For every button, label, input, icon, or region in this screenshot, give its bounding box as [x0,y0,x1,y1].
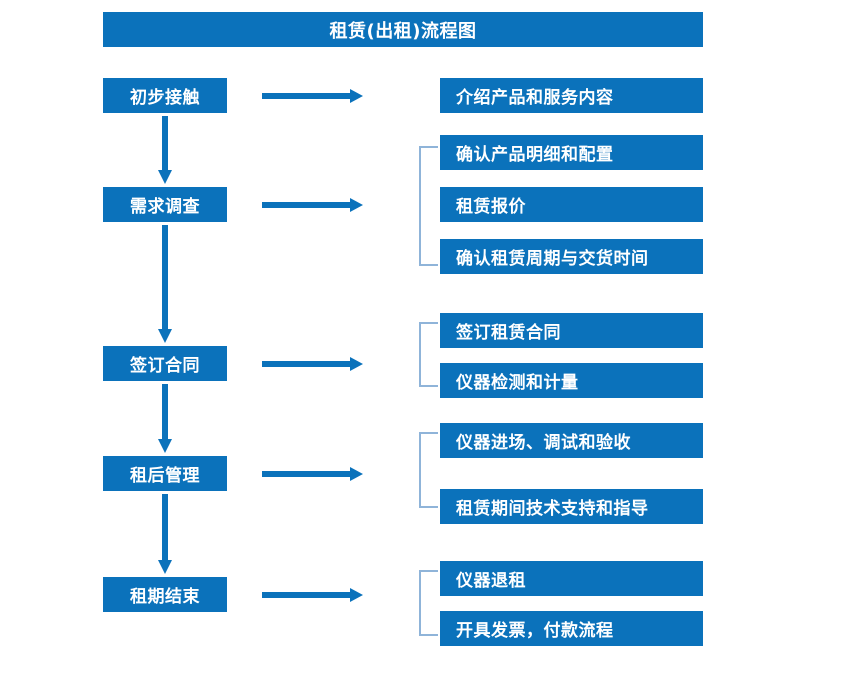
chart-title: 租赁(出租)流程图 [103,12,703,47]
right-arrow-1 [262,88,363,103]
group-bracket-5 [419,570,438,636]
detail-box-2[interactable]: 确认产品明细和配置 [440,135,703,170]
down-arrow-3 [158,384,172,453]
right-arrow-3 [262,356,363,371]
detail-box-10[interactable]: 开具发票，付款流程 [440,611,703,646]
stage-box-3[interactable]: 签订合同 [103,346,227,381]
detail-box-8[interactable]: 租赁期间技术支持和指导 [440,489,703,524]
down-arrow-1 [158,116,172,184]
down-arrow-4 [158,494,172,574]
stage-box-5[interactable]: 租期结束 [103,577,227,612]
right-arrow-5 [262,587,363,602]
group-bracket-4 [419,432,438,508]
group-bracket-3 [419,322,438,387]
detail-box-3[interactable]: 租赁报价 [440,187,703,222]
detail-box-5[interactable]: 签订租赁合同 [440,313,703,348]
right-arrow-2 [262,197,363,212]
group-bracket-2 [419,146,438,266]
detail-box-7[interactable]: 仪器进场、调试和验收 [440,423,703,458]
stage-box-2[interactable]: 需求调查 [103,187,227,222]
detail-box-4[interactable]: 确认租赁周期与交货时间 [440,239,703,274]
right-arrow-4 [262,466,363,481]
stage-box-1[interactable]: 初步接触 [103,78,227,113]
detail-box-6[interactable]: 仪器检测和计量 [440,363,703,398]
detail-box-9[interactable]: 仪器退租 [440,561,703,596]
stage-box-4[interactable]: 租后管理 [103,456,227,491]
detail-box-1[interactable]: 介绍产品和服务内容 [440,78,703,113]
down-arrow-2 [158,225,172,343]
